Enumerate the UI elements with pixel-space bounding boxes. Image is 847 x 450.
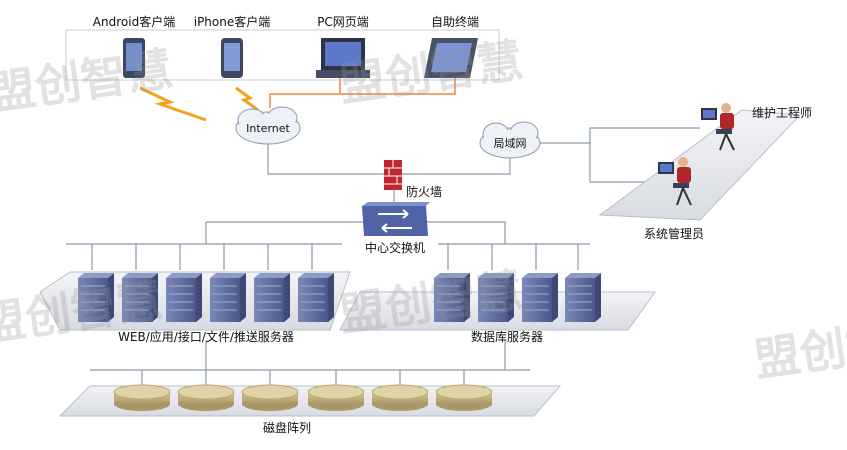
server-rack-icon <box>434 273 470 322</box>
wireless-bolt-icon <box>139 86 207 122</box>
server-rack-icon <box>166 273 202 322</box>
operations-platform <box>598 109 802 221</box>
kiosk-label: 自助终端 <box>431 14 479 29</box>
system-admin-label: 系统管理员 <box>644 226 704 241</box>
app-servers-label: WEB/应用/接口/文件/推送服务器 <box>118 329 294 344</box>
disk-icon <box>113 384 171 411</box>
kiosk-terminal-icon <box>424 38 478 78</box>
app-servers <box>78 273 334 322</box>
disk-icon <box>307 384 365 411</box>
disk-array-label: 磁盘阵列 <box>263 420 311 435</box>
client-frame <box>65 29 500 81</box>
internet-cloud-icon <box>235 106 301 145</box>
server-rack-icon <box>298 273 334 322</box>
db-servers-label: 数据库服务器 <box>471 329 543 344</box>
wireless-bolt-icon <box>235 86 259 112</box>
core-switch-icon <box>362 202 430 236</box>
disk-icon <box>241 384 299 411</box>
network-lines <box>66 127 700 390</box>
watermark-text: 盟创智慧 <box>0 41 176 120</box>
server-rack-icon <box>78 273 114 322</box>
iphone-client-label: iPhone客户端 <box>194 14 271 29</box>
wired-link <box>340 78 456 95</box>
maintenance-engineer-label: 维护工程师 <box>752 105 812 120</box>
firewall-icon <box>384 160 402 190</box>
server-rack-icon <box>565 273 601 322</box>
android-device-icon <box>123 38 145 78</box>
admin-workstation-icon <box>658 157 692 206</box>
engineer-workstation-icon <box>701 103 735 151</box>
core-switch-label: 中心交换机 <box>365 240 425 255</box>
lan-label: 局域网 <box>494 137 527 150</box>
server-rack-icon <box>478 273 514 322</box>
watermark-text: 盟创智慧 <box>751 308 847 387</box>
disk-icon <box>371 384 429 411</box>
disk-icon <box>435 384 493 411</box>
lan-cloud-icon <box>479 121 541 159</box>
iphone-device-icon <box>221 38 243 78</box>
server-rack-icon <box>254 273 290 322</box>
server-rack-icon <box>522 273 558 322</box>
firewall-label: 防火墙 <box>406 184 442 199</box>
pc-web-label: PC网页端 <box>317 15 369 29</box>
disk-icon <box>177 384 235 411</box>
disk-array <box>113 384 493 411</box>
server-rack-icon <box>122 273 158 322</box>
db-servers <box>434 273 601 322</box>
android-client-label: Android客户端 <box>93 14 175 29</box>
internet-label: Internet <box>246 122 290 135</box>
pc-terminal-icon <box>316 38 370 78</box>
wired-link <box>269 78 341 108</box>
server-rack-icon <box>210 273 246 322</box>
